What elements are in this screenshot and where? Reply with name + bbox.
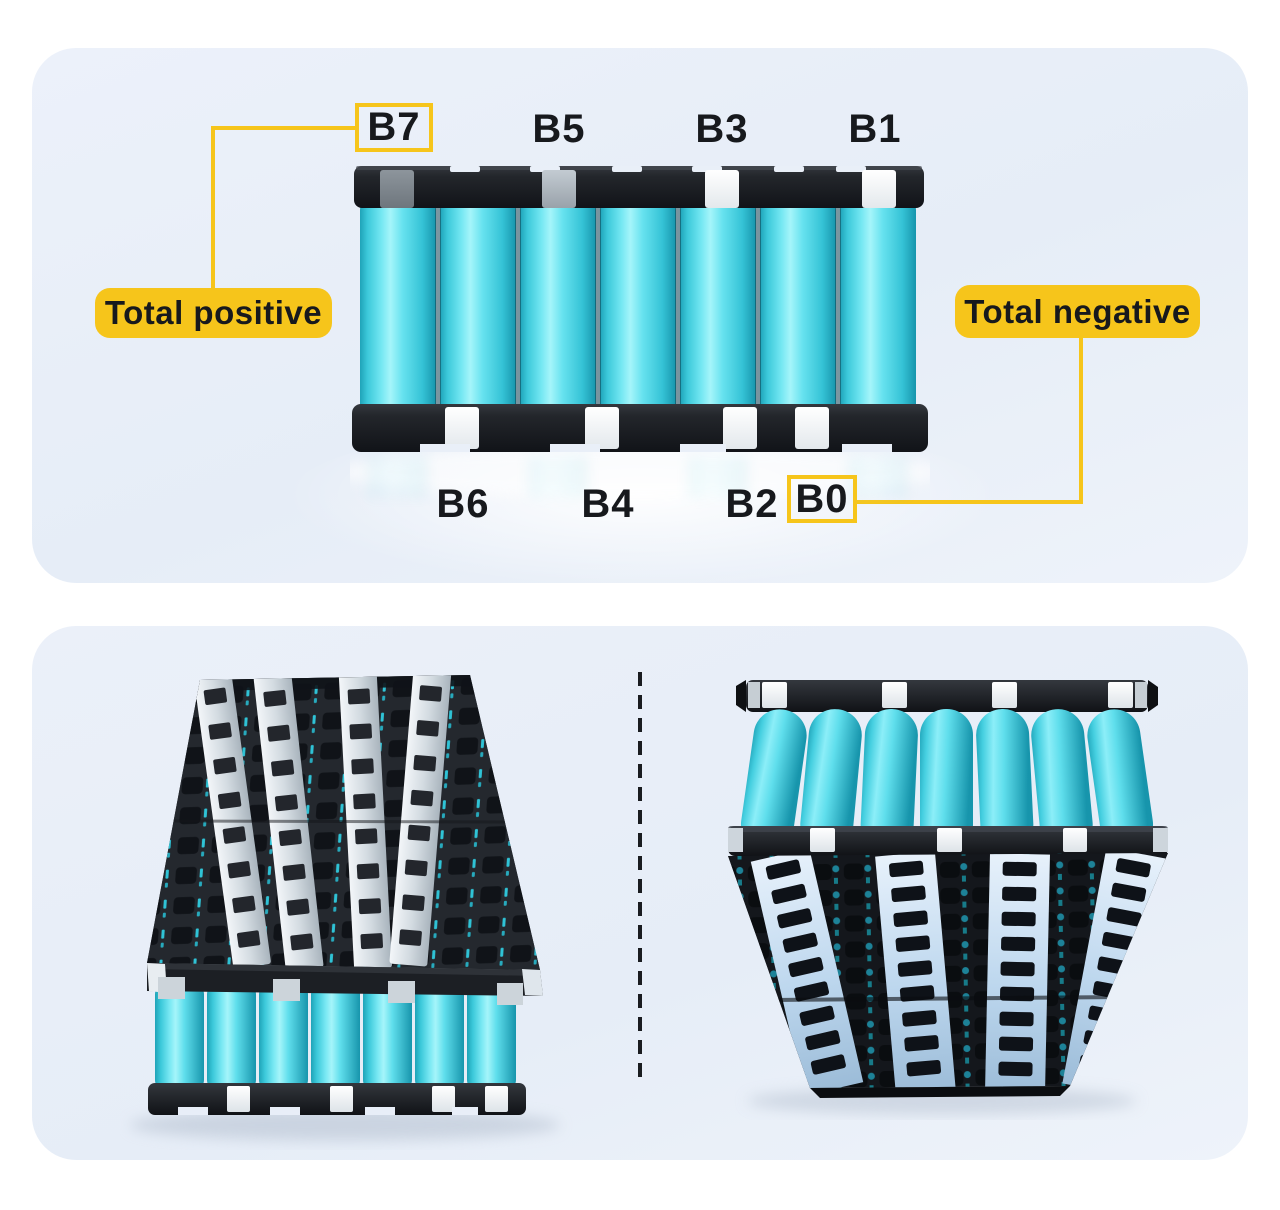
terminal-label-text: B0 — [795, 476, 849, 521]
nickel-strip — [875, 853, 956, 1088]
tab-b4-white — [585, 407, 619, 449]
nickel-strip — [389, 675, 452, 967]
battery-cell — [680, 200, 756, 416]
bottom-frame-rail — [352, 404, 928, 452]
assembled-pack-views-panel — [32, 626, 1248, 1160]
bottom-frame-rail — [148, 1083, 526, 1115]
battery-cell — [840, 200, 916, 416]
total-negative-badge: Total negative — [955, 285, 1200, 338]
battery-cell — [760, 200, 836, 416]
middle-frame-rail — [728, 826, 1168, 856]
terminal-label-b6: B6 — [436, 482, 490, 526]
battery-cell — [440, 200, 516, 416]
tab-b2-white — [723, 407, 757, 449]
total-positive-badge: Total positive — [95, 288, 332, 338]
total-positive-connector-line — [211, 126, 357, 289]
dashed-divider-line — [638, 672, 642, 1086]
front-cell-row — [155, 985, 516, 1089]
tab-b0-white — [795, 407, 829, 449]
battery-cell — [360, 200, 436, 416]
top-cell-row — [740, 709, 1154, 851]
top-frame-rail — [354, 166, 924, 208]
pack-shadow — [130, 1109, 560, 1141]
nickel-strip — [984, 853, 1050, 1088]
terminal-label-text: B7 — [367, 105, 421, 149]
total-negative-connector-line — [857, 338, 1083, 504]
tab-b6-white — [445, 407, 479, 449]
terminal-label-b0-boxed: B0 — [787, 475, 857, 523]
tab-b5-silver — [542, 170, 576, 208]
front-frame-band — [147, 963, 543, 1005]
terminal-label-b3: B3 — [695, 107, 749, 151]
assembled-pack-tilted-front-illustration — [728, 680, 1168, 1115]
terminal-label-b7-boxed: B7 — [355, 103, 433, 152]
pack-top-face — [147, 675, 540, 970]
battery-pack-front-view-illustration — [350, 166, 930, 498]
nickel-strip — [750, 853, 864, 1088]
terminal-label-b4: B4 — [581, 482, 635, 526]
tab-b7-gray — [380, 170, 414, 208]
terminal-label-b1: B1 — [848, 107, 902, 151]
wiring-diagram-panel: B7 B5 B3 B1 B6 B4 B2 B0 Total positive T… — [32, 48, 1248, 588]
terminal-label-b5: B5 — [532, 107, 586, 151]
tab-b1-white — [862, 170, 896, 208]
top-frame-rail — [736, 680, 1158, 712]
battery-cell — [600, 200, 676, 416]
assembled-pack-isometric-illustration — [130, 675, 560, 1141]
battery-cells-row — [360, 200, 916, 416]
pack-floor-reflection — [350, 446, 930, 498]
tab-b3-white — [705, 170, 739, 208]
terminal-label-b2: B2 — [725, 482, 779, 526]
pack-front-face — [728, 853, 1168, 1098]
battery-cell — [520, 200, 596, 416]
